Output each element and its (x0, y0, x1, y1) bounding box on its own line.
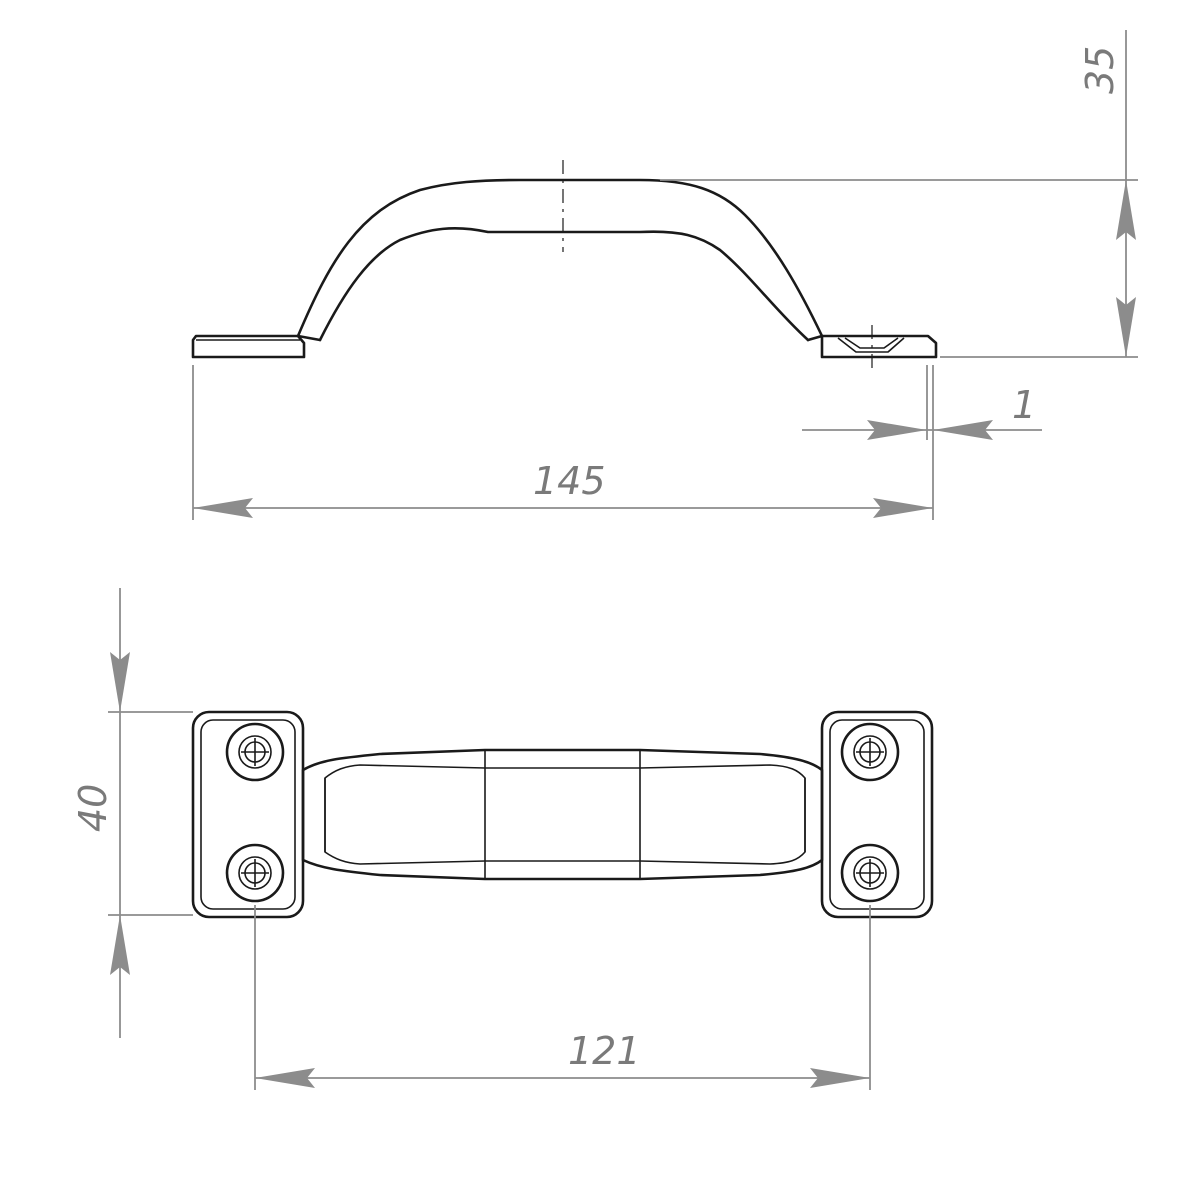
top-view (191, 710, 934, 919)
top-view-left-plate-outer (191, 710, 305, 919)
side-view-left-flange (191, 334, 306, 359)
dim-35-arrow-bottom (1116, 297, 1136, 357)
side-view (191, 160, 938, 372)
hole-bottom-right (840, 843, 900, 903)
dim-145-arrow-right (873, 498, 933, 518)
side-view-right-flange (820, 334, 938, 359)
dim-121-label: 121 (568, 1029, 641, 1073)
dim-40-arrow-bottom (110, 915, 130, 975)
dim-145-arrow-left (193, 498, 253, 518)
hole-top-right (840, 722, 900, 782)
dim-40-arrow-top (110, 652, 130, 712)
hole-top-left (225, 722, 285, 782)
top-view-dimensions: 40 121 (71, 588, 871, 1090)
top-view-right-plate-outer (820, 710, 934, 919)
dim-121-arrow-right (810, 1068, 870, 1088)
hole-bottom-left (225, 843, 285, 903)
dim-1-arrow-left (867, 420, 927, 440)
dim-145-label: 145 (533, 459, 606, 503)
side-view-right-countersink (837, 337, 905, 353)
side-view-dimensions: 35 1 145 (192, 30, 1138, 520)
side-view-handle-right-end (806, 334, 824, 342)
top-view-grip-outer (301, 748, 824, 881)
side-view-handle-outer (296, 178, 824, 338)
top-view-right-plate-inner (829, 719, 925, 910)
side-view-handle-left-end (296, 334, 322, 342)
dim-40-label: 40 (71, 784, 115, 832)
top-view-grip-inner (324, 764, 806, 865)
dim-35-label: 35 (1078, 46, 1122, 94)
top-view-left-plate-inner (200, 719, 296, 910)
dim-1-arrow-right (933, 420, 993, 440)
dim-35-arrow-top (1116, 180, 1136, 240)
dim-1-label: 1 (1012, 383, 1036, 427)
side-view-handle-inner (318, 227, 810, 342)
dim-121-arrow-left (255, 1068, 315, 1088)
